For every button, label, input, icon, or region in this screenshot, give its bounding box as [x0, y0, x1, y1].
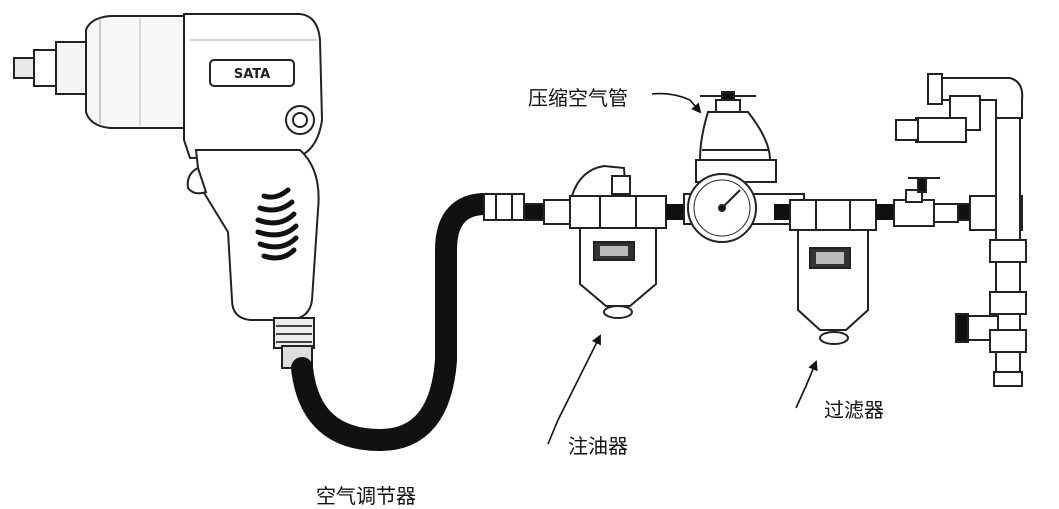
label-lubricator: 注油器 [568, 434, 628, 458]
filter-unit [789, 199, 877, 345]
label-filter: 过滤器 [824, 398, 884, 422]
pointer-lubricator [547, 334, 601, 445]
impact-wrench [13, 13, 324, 369]
pointer-filter [795, 360, 818, 409]
shutoff-valve [893, 177, 971, 227]
brand-badge-text: SATA [234, 67, 270, 82]
lubricator-unit [569, 164, 667, 319]
pointer-compressed-air-pipe [651, 92, 702, 114]
supply-riser [895, 73, 1027, 387]
brand-badge [209, 59, 295, 87]
air-hose [291, 192, 501, 452]
label-compressed-air-pipe: 压缩空气管 [528, 86, 628, 110]
label-pointers [547, 92, 818, 445]
main-pipe [523, 199, 571, 225]
hose-coupler [483, 193, 525, 221]
regulator-unit [683, 91, 805, 243]
label-air-regulator: 空气调节器 [316, 484, 416, 508]
grip-ribs [255, 187, 299, 261]
